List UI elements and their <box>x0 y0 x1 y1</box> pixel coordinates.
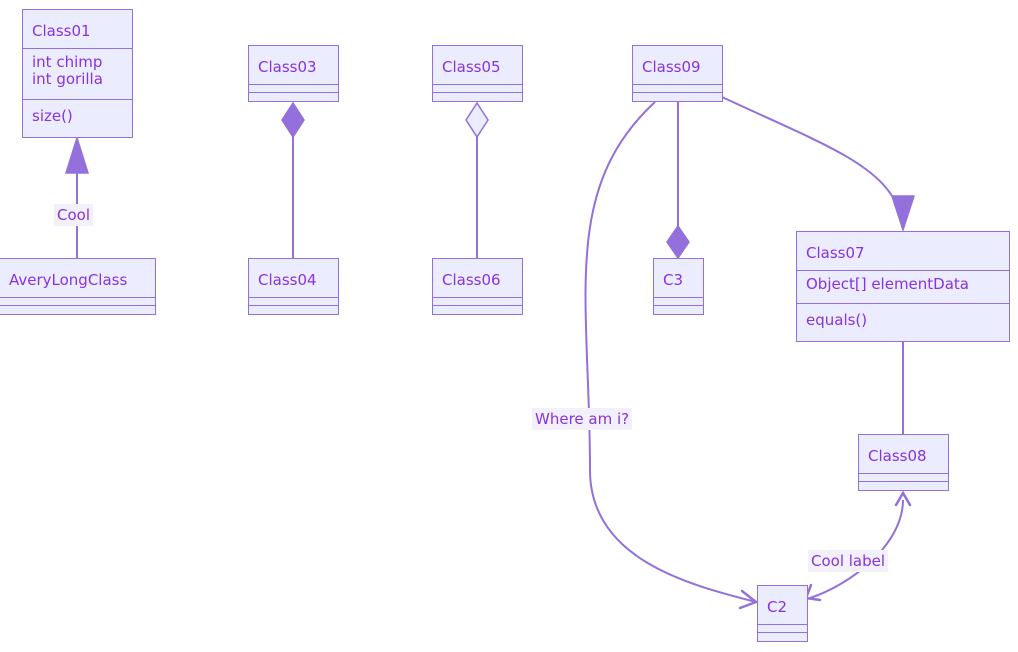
class-title: Class09 <box>642 58 701 76</box>
methods-section: size() <box>23 99 132 125</box>
class-title: C2 <box>767 598 788 616</box>
arrowhead-to-c2 <box>738 589 759 610</box>
edge-class09-class07 <box>721 96 893 197</box>
class-class01[interactable]: Class01 int chimp int gorilla size() <box>22 9 133 138</box>
attribute: Object[] elementData <box>806 275 969 293</box>
edge-class09-c2 <box>584 101 757 603</box>
attribute: int gorilla <box>32 70 103 88</box>
class-title: Class01 <box>32 22 91 40</box>
attributes-section: int chimp int gorilla <box>23 48 132 99</box>
edge-label: Where am i? <box>532 408 633 430</box>
class-averylongclass[interactable]: AveryLongClass <box>0 258 156 315</box>
class-class05[interactable]: Class05 <box>432 45 523 102</box>
class-title: Class03 <box>258 58 317 76</box>
class-class04[interactable]: Class04 <box>248 258 339 315</box>
composition-diamond <box>666 224 690 260</box>
method: size() <box>32 107 73 125</box>
aggregation-diamond <box>465 101 489 139</box>
edge-label: Cool <box>54 204 93 226</box>
arrowhead-to-c2-right <box>804 583 822 602</box>
composition-diamond <box>281 101 305 139</box>
inheritance-arrowhead <box>890 195 916 233</box>
edge-label: Cool label <box>808 550 889 572</box>
method: equals() <box>806 311 868 329</box>
class-class06[interactable]: Class06 <box>432 258 523 315</box>
class-c3[interactable]: C3 <box>653 258 704 315</box>
edge-class08-c2 <box>809 499 904 599</box>
arrowhead-to-class08 <box>894 490 912 507</box>
class-title: AveryLongClass <box>9 271 128 289</box>
class-class03[interactable]: Class03 <box>248 45 339 102</box>
class-title: Class07 <box>806 244 865 262</box>
class-title: Class06 <box>442 271 501 289</box>
class-title: Class05 <box>442 58 501 76</box>
class-class07[interactable]: Class07 Object[] elementData equals() <box>796 231 1010 342</box>
methods-section: equals() <box>797 303 1009 329</box>
class-title: Class08 <box>868 447 927 465</box>
class-title: C3 <box>663 271 684 289</box>
class-class09[interactable]: Class09 <box>632 45 723 102</box>
attribute: int chimp <box>32 53 103 71</box>
class-class08[interactable]: Class08 <box>858 434 949 491</box>
inheritance-arrowhead <box>64 135 90 174</box>
attributes-section: Object[] elementData <box>797 270 1009 303</box>
class-title: Class04 <box>258 271 317 289</box>
class-c2[interactable]: C2 <box>757 585 808 642</box>
